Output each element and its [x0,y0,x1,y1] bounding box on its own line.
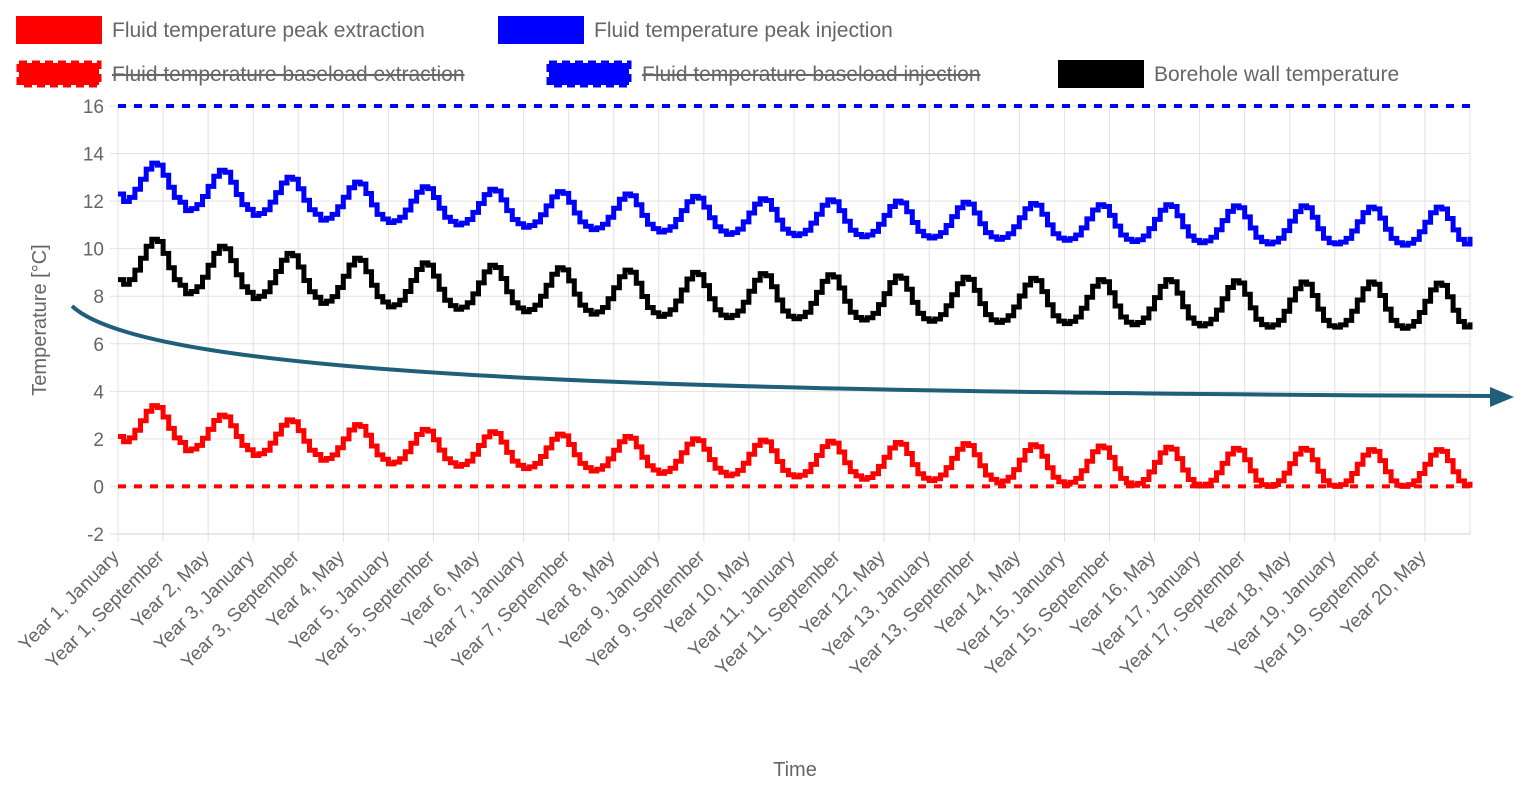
series-line [118,236,1473,331]
series-line [118,403,1473,489]
y-tick-label: 0 [93,477,104,498]
legend-item[interactable]: Fluid temperature baseload injection [546,60,981,88]
legend-swatch [546,60,632,88]
chart-series [118,104,1473,489]
legend-item[interactable]: Borehole wall temperature [1058,60,1399,88]
legend-item[interactable]: Fluid temperature baseload extraction [16,60,465,88]
legend-item[interactable]: Fluid temperature peak injection [498,16,893,44]
y-tick-label: 2 [93,430,104,451]
y-tick-label: -2 [87,525,104,546]
y-tick-label: 16 [83,97,104,118]
legend-item[interactable]: Fluid temperature peak extraction [16,16,425,44]
legend-swatch [16,60,102,88]
trend-arrow-annotation [70,304,1514,407]
legend-label: Borehole wall temperature [1154,63,1399,86]
legend-label: Fluid temperature peak injection [594,19,893,42]
y-tick-label: 8 [93,287,104,308]
legend-label: Fluid temperature baseload injection [642,63,981,86]
legend-swatch [1058,60,1144,88]
y-axis-ticks: 16 14 12 10 8 6 4 2 0 -2 [83,97,105,546]
series-line [118,160,1473,248]
y-tick-label: 4 [93,382,104,403]
legend-swatch [16,16,102,44]
trend-arrow-head [1490,387,1514,407]
y-tick-label: 6 [93,335,104,356]
legend-label: Fluid temperature peak extraction [112,19,425,42]
x-axis-title: Time [773,759,817,781]
y-tick-label: 14 [83,145,105,166]
legend-swatch [498,16,584,44]
trend-arrow-curve [70,304,1491,398]
y-tick-label: 10 [83,240,104,261]
legend-label: Fluid temperature baseload extraction [112,63,465,86]
y-axis-title: Temperature [°C] [29,244,51,395]
y-tick-label: 12 [83,192,104,213]
